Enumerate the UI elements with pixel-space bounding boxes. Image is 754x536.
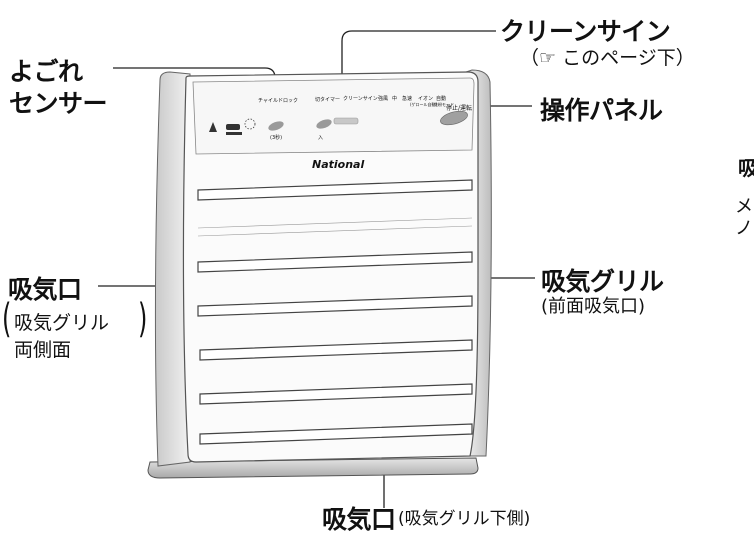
side-intake-close-paren: )	[138, 296, 148, 342]
panel-timer-label: 切タイマー	[315, 97, 341, 103]
intake-grill-label: 吸気グリル	[541, 267, 664, 296]
bottom-intake-sublabel: (吸気グリル下側)	[398, 509, 531, 529]
panel-medium-label: 中	[392, 96, 398, 102]
grill-slat	[199, 423, 473, 445]
grill-slat	[197, 251, 473, 273]
clean-sign-leader	[341, 30, 496, 130]
leaf-icon	[209, 122, 217, 132]
panel-clean-sign-label: クリーンサイン	[343, 96, 378, 102]
panel-mode-label-1: (ゲロール自動)	[410, 102, 438, 107]
fan-icon	[226, 124, 240, 130]
side-intake-sublabel-2: 両側面	[14, 339, 72, 361]
grill-slat	[197, 179, 473, 201]
panel-sub-label-2: 入	[318, 135, 324, 141]
brand-logo: National	[312, 158, 365, 171]
panel-sub-label-1: (3秒)	[270, 135, 283, 141]
panel-turbo-label: 急速	[402, 96, 413, 102]
child-lock-button	[268, 121, 284, 131]
control-panel-label: 操作パネル	[540, 96, 663, 125]
side-intake-sublabel-1: 吸気グリル	[14, 312, 110, 334]
panel-mode-label-2: 花粉モード	[434, 102, 454, 107]
panel-child-lock-label: チャイルドロック	[258, 98, 298, 104]
panel-ion-label: イオン	[418, 96, 434, 102]
grill-slat	[197, 295, 473, 317]
timer-button	[316, 119, 332, 129]
dirt-sensor-label-line1: よごれ	[9, 57, 83, 86]
side-intake-label: 吸気口	[8, 275, 82, 304]
cut-off-text-1: メ	[735, 196, 753, 217]
panel-auto-label: 自動	[436, 96, 447, 102]
cut-off-text-2: ノ	[735, 218, 753, 239]
grill-slat	[199, 339, 473, 361]
dirt-sensor-indicator	[244, 118, 256, 130]
clean-sign-lamp	[333, 117, 359, 125]
dirt-sensor-label-line2: センサー	[9, 89, 108, 118]
panel-power-label: 停止/運転	[446, 105, 473, 112]
cut-off-heading: 吸	[738, 156, 754, 180]
side-intake-open-paren: (	[2, 296, 12, 342]
panel-strong-label: 強風	[378, 96, 389, 102]
bottom-intake-label: 吸気口	[322, 505, 396, 534]
power-button	[440, 110, 468, 126]
clean-sign-label: クリーンサイン	[500, 17, 671, 46]
intake-grill-sublabel: (前面吸気口)	[541, 296, 646, 317]
air-purifier-illustration	[147, 69, 492, 479]
clean-sign-reference: （☞ このページ下）	[520, 47, 695, 69]
grill-slat	[199, 383, 473, 405]
